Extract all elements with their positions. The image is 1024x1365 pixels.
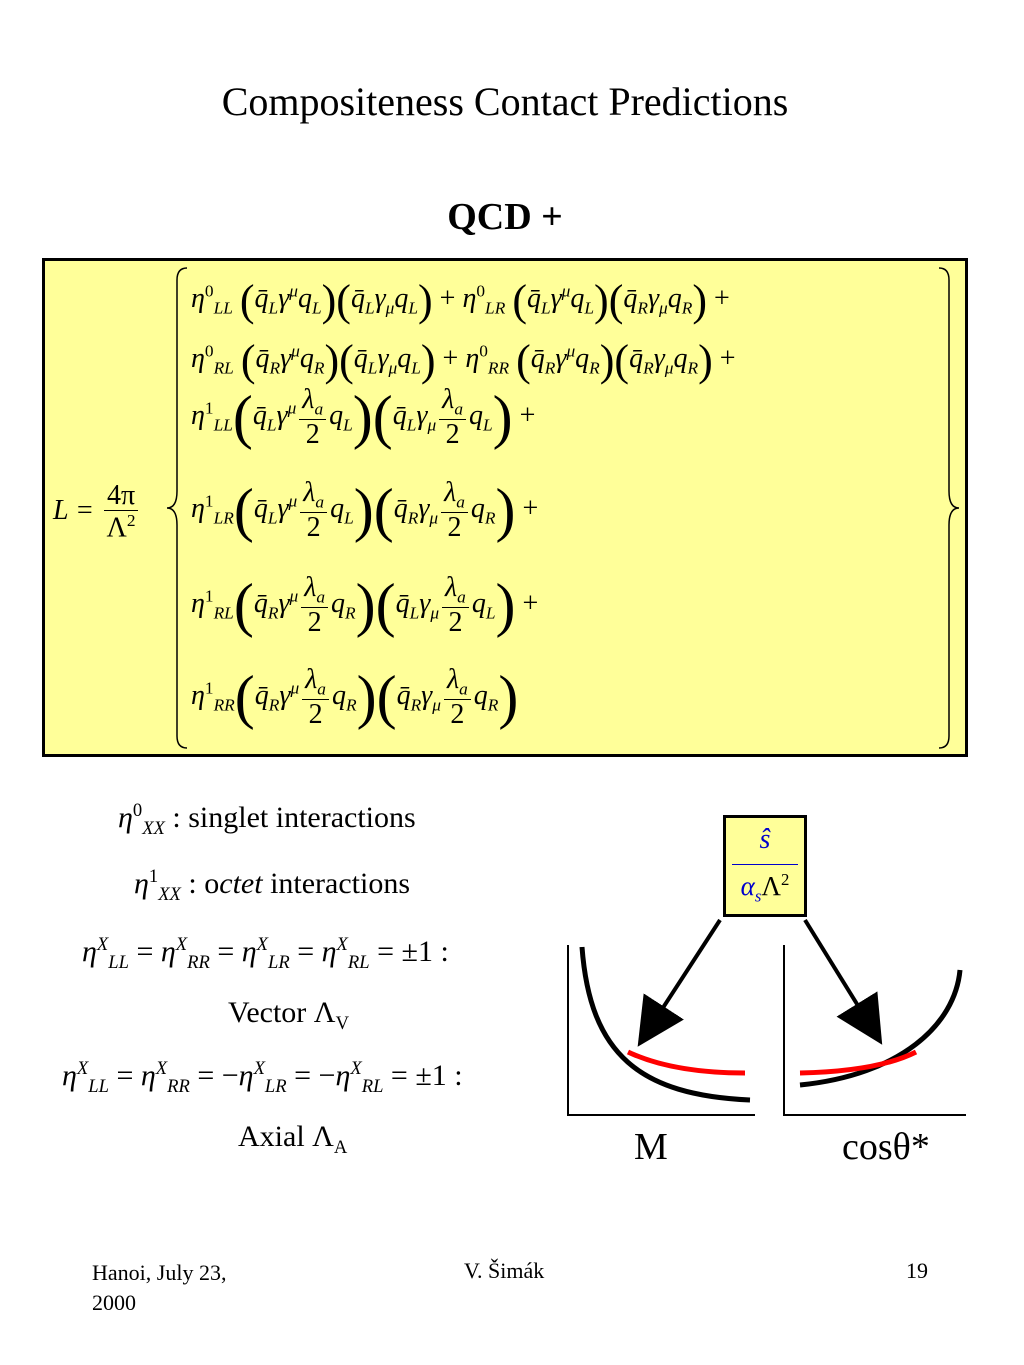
right-brace-icon	[938, 267, 960, 749]
prefactor-num: 4π	[103, 481, 139, 512]
left-brace-icon	[166, 267, 188, 749]
scale-fraction-den: αsΛ2	[740, 870, 790, 906]
left-curve	[579, 946, 751, 1103]
prefactor-den: Λ2	[106, 511, 136, 544]
right-plot-axes	[783, 945, 966, 1116]
right-red-curve	[799, 1049, 918, 1076]
left-red-curve	[626, 1049, 746, 1076]
footer-date: Hanoi, July 23, 2000	[92, 1260, 227, 1315]
footer-author: V. Šimák	[464, 1258, 545, 1283]
lagrangian-box: L = 4π Λ2 η0LL (q̄LγμqL)(q̄LγμqL) + η0LR…	[42, 258, 968, 757]
left-arrow	[637, 918, 722, 1047]
slide-title: Compositeness Contact Predictions	[221, 79, 789, 124]
axis-label-cos-theta: cosθ*	[842, 1126, 930, 1168]
distribution-diagram	[567, 918, 966, 1116]
axis-label-mass: M	[634, 1126, 668, 1168]
left-plot-axes	[567, 945, 755, 1116]
legend-axial-label: Axial ΛA	[238, 1120, 348, 1158]
scale-fraction-bar	[732, 864, 798, 865]
legend-vector-eq: ηXLL = ηXRR = ηXLR = ηXRL = ±1 :	[82, 934, 449, 973]
legend-octet: η1XX : octet interactions	[134, 866, 411, 905]
right-arrow	[803, 918, 883, 1045]
prefactor-fraction: 4π Λ2	[103, 481, 139, 545]
formula-row-1: η0LL (q̄LγμqL)(q̄LγμqL) + η0LR (q̄LγμqL)…	[191, 276, 730, 325]
lhs-symbol: L =	[53, 495, 94, 527]
scale-fraction-box: ŝ αsΛ2	[723, 815, 807, 917]
formula-row-2: η0RL (q̄RγμqR)(q̄LγμqL) + η0RR (q̄RγμqR)…	[191, 336, 736, 385]
right-curve	[799, 969, 963, 1088]
legend-axial-eq: ηXLL = ηXRR = −ηXLR = −ηXRL = ±1 :	[62, 1058, 463, 1097]
legend-vector-label: Vector ΛV	[228, 996, 349, 1034]
slide-subtitle: QCD +	[447, 196, 563, 238]
footer-page-number: 19	[906, 1258, 928, 1283]
legend-singlet: η0XX : singlet interactions	[118, 800, 416, 839]
lagrangian-lhs: L = 4π Λ2	[53, 481, 141, 545]
scale-fraction-num: ŝ	[759, 824, 771, 855]
